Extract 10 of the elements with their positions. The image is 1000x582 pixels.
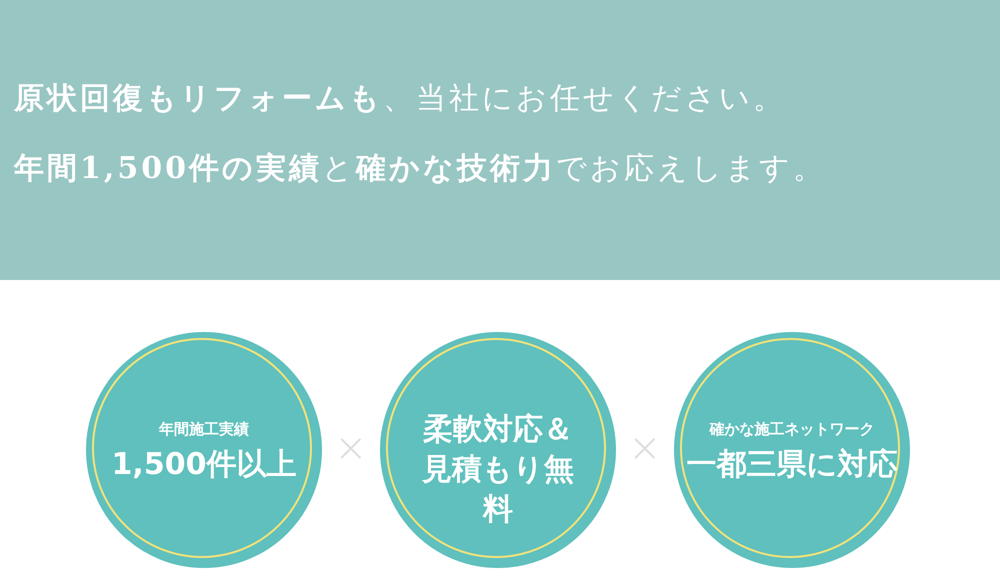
circle-heading: 一都三県に対応 bbox=[686, 446, 898, 484]
headline-text: 原状回復もリフォームも、当社にお任せください。 bbox=[14, 80, 786, 118]
circle-heading: 1,500件以上 bbox=[110, 446, 298, 484]
circle-heading: 柔軟対応＆見積もり無料 bbox=[420, 411, 575, 529]
circle-caption: 年間施工実績 bbox=[158, 420, 250, 439]
headline-text: 年間1,500件の実績と確かな技術力でお応えします。 bbox=[14, 150, 826, 188]
header-band bbox=[0, 0, 1000, 280]
times-sign: × bbox=[334, 425, 368, 471]
circle-caption: 確かな施工ネットワーク bbox=[708, 420, 876, 439]
times-sign: × bbox=[628, 425, 662, 471]
